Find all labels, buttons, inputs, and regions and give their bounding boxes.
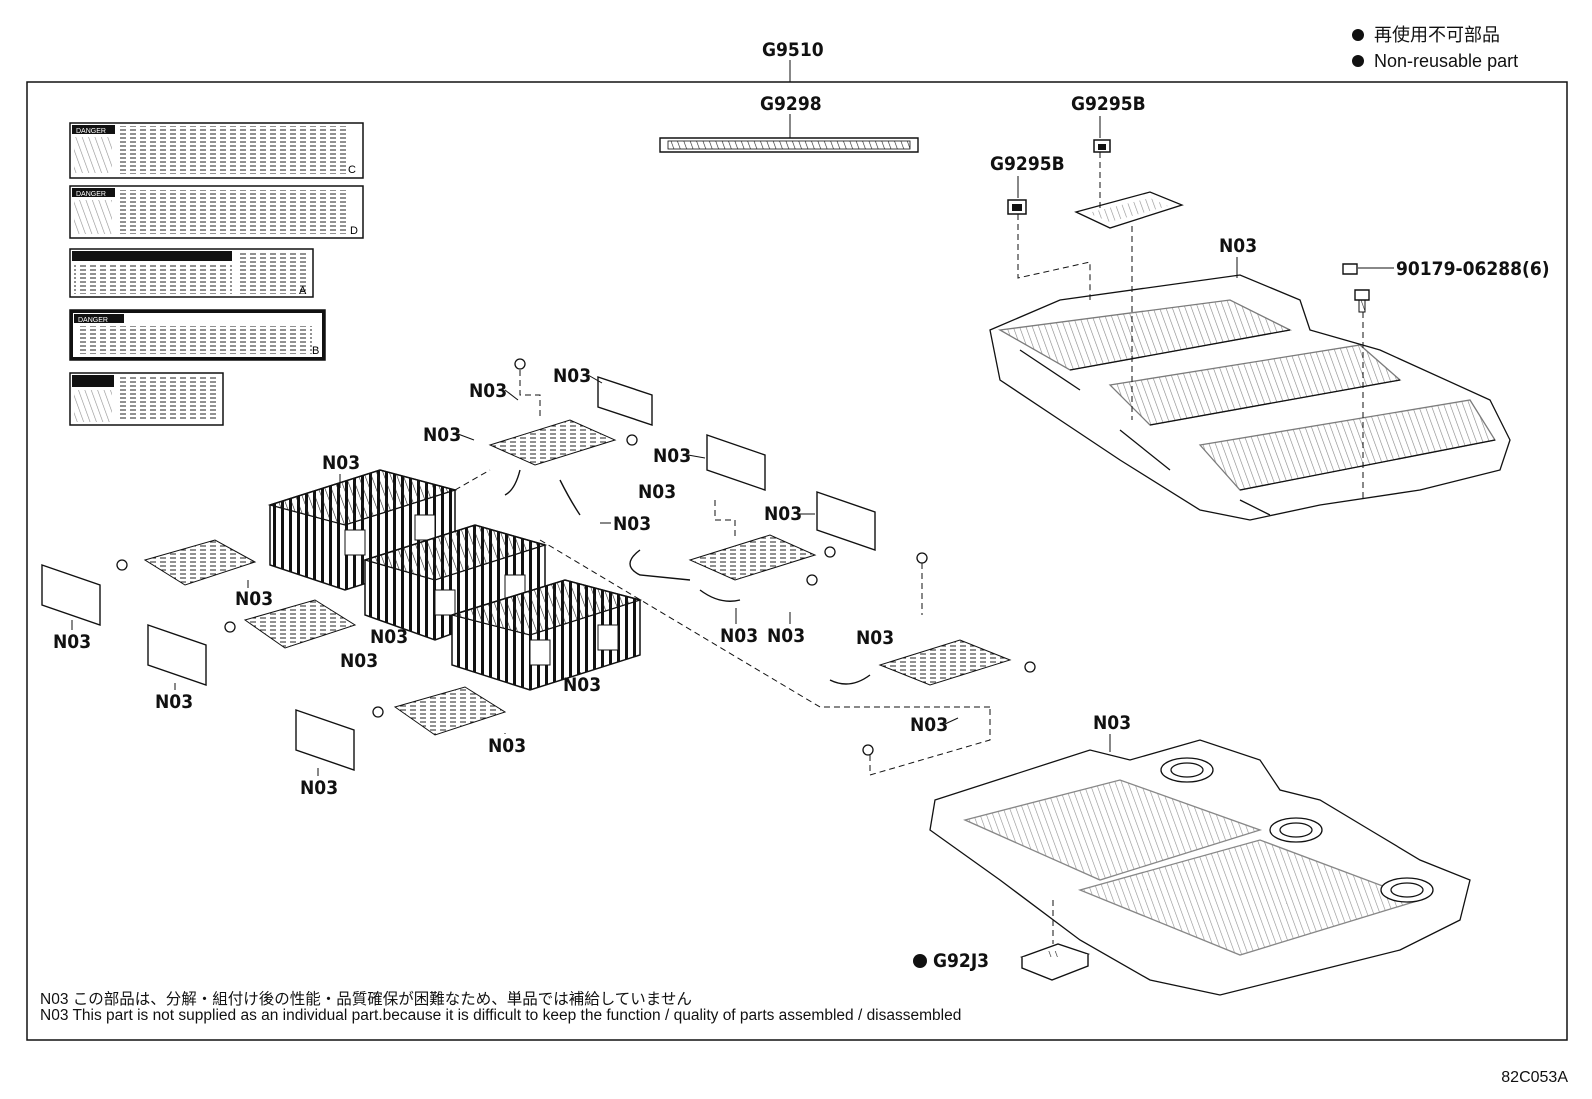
svg-text:DANGER: DANGER [76,191,106,198]
part-label-n03-5[interactable]: N03 [653,445,691,467]
part-label-n03-lower[interactable]: N03 [1093,712,1131,734]
top-plate [1074,191,1184,229]
legend-row-jp: 再使用不可部品 [1352,22,1518,48]
lower-battery-tray [929,739,1471,996]
caution-label-d: DANGER D [69,185,364,239]
note-jp: N03 この部品は、分解・組付け後の性能・品質確保が困難なため、単品では補給して… [40,991,692,1008]
caution-label-small [69,372,224,426]
pad-g92j3 [1019,943,1091,981]
legend: 再使用不可部品 Non-reusable part [1352,22,1518,74]
legend-text-jp: 再使用不可部品 [1374,25,1500,45]
part-label-n03-4[interactable]: N03 [322,452,360,474]
part-label-g9298[interactable]: G9298 [760,93,822,115]
part-label-n03-3[interactable]: N03 [423,424,461,446]
part-label-n03-2[interactable]: N03 [469,380,507,402]
part-label-n03-15[interactable]: N03 [856,627,894,649]
part-label-n03-18[interactable]: N03 [910,714,948,736]
clip-lower [1007,199,1027,215]
wire-harnesses [504,469,871,685]
part-label-g9295b-left[interactable]: G9295B [990,153,1065,175]
svg-text:A: A [299,285,307,297]
upper-battery-case [989,274,1511,521]
svg-text:D: D [350,225,358,237]
part-label-n03-19[interactable]: N03 [488,735,526,757]
svg-text:DANGER: DANGER [76,128,106,135]
terminal-brackets [41,376,876,771]
part-label-n03-20[interactable]: N03 [300,777,338,799]
n03-labels: N03 N03 N03 N03 N03 N03 N03 N03 N03 N03 … [53,235,1257,799]
part-label-g9295b-top[interactable]: G9295B [1071,93,1146,115]
part-label-g92j3[interactable]: G92J3 [933,950,989,972]
non-reusable-marker [913,954,927,968]
part-label-n03-6[interactable]: N03 [638,481,676,503]
caution-label-b: DANGER B [69,309,326,361]
part-label-bolt[interactable]: 90179-06288(6) [1396,258,1550,280]
part-label-g9510[interactable]: G9510 [762,39,824,61]
part-label-n03-11[interactable]: N03 [370,626,408,648]
part-label-n03-16[interactable]: N03 [563,674,601,696]
caution-label-a: A [69,248,314,298]
battery-cover-bar [659,137,919,153]
bullet-icon [1352,29,1364,41]
note-en: N03 This part is not supplied as an indi… [40,1007,962,1024]
part-label-n03-10[interactable]: N03 [53,631,91,653]
bullet-icon [1352,55,1364,67]
svg-text:C: C [348,164,356,176]
part-label-n03-9[interactable]: N03 [235,588,273,610]
diagram-frame [26,81,1568,1041]
legend-text-en: Non-reusable part [1374,51,1519,71]
part-label-n03-12[interactable]: N03 [340,650,378,672]
caution-labels: DANGER C DANGER D A DANGER B [69,122,364,426]
svg-text:B: B [312,345,319,357]
part-label-n03-13[interactable]: N03 [720,625,758,647]
part-label-n03-14[interactable]: N03 [767,625,805,647]
bus-bar-strips [143,419,1012,736]
legend-row-en: Non-reusable part [1352,48,1518,74]
nuts [116,358,1036,756]
clip-upper [1093,139,1111,153]
caution-label-c: DANGER C [69,122,364,179]
part-label-n03-1[interactable]: N03 [553,365,591,387]
drawing-code: 82C053A [1501,1069,1568,1086]
bolt [1342,263,1370,313]
part-label-n03-8[interactable]: N03 [764,503,802,525]
part-label-n03-7[interactable]: N03 [613,513,651,535]
battery-module-3 [449,579,643,691]
part-label-n03-17[interactable]: N03 [155,691,193,713]
part-label-n03-upper[interactable]: N03 [1219,235,1257,257]
svg-text:DANGER: DANGER [78,317,108,324]
